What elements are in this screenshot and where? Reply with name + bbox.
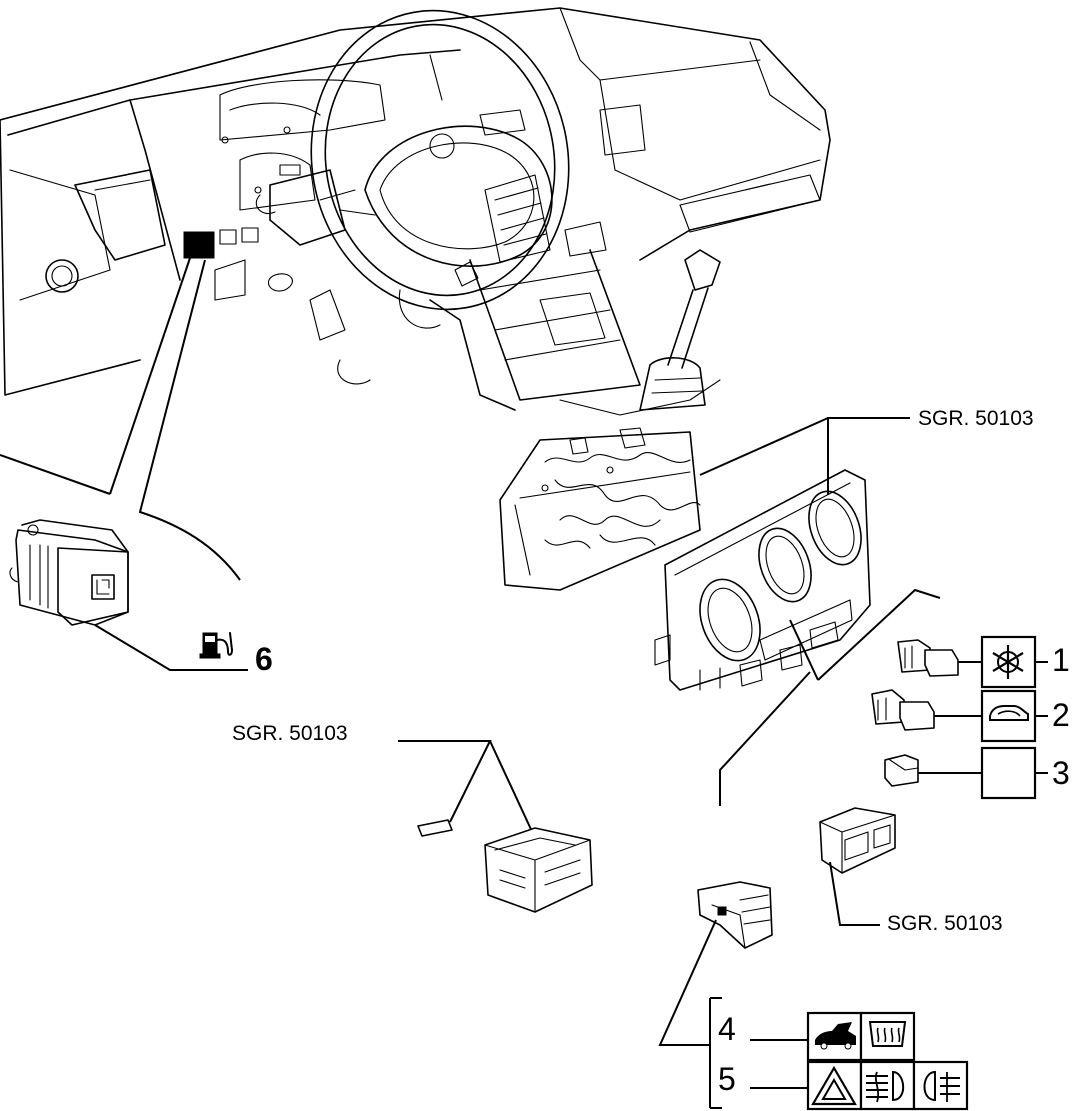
callout-number-1: 1 [1052,642,1070,678]
switch-item-2: 2 [871,689,1070,743]
callout-number-3: 3 [1052,755,1070,791]
callout-number-2: 2 [1052,697,1070,733]
callout-number-6: 6 [255,641,273,677]
dashboard-illustration [0,7,831,416]
hazard-triangle-icon [811,1065,857,1106]
car-recirculation-icon [989,705,1029,721]
reference-top-right: SGR. 50103 [918,407,1034,430]
rear-defrost-icon [868,1021,907,1047]
heater-control-assembly: SGR. 50103 [499,407,1034,691]
fuel-cutoff-switch-location [183,231,215,259]
car-trunk-icon [815,1022,856,1050]
front-fog-light-icon [866,1070,905,1103]
rear-fog-light-icon [923,1070,960,1102]
callout-number-4: 4 [718,1011,736,1047]
switch-item-3: 3 [884,746,1070,800]
callout-number-5: 5 [718,1061,736,1097]
fuel-cutoff-switch-part: 6 [0,257,273,677]
reference-middle-left: SGR. 50103 [232,722,348,745]
bulb-holder-assembly: SGR. 50103 [232,722,593,913]
blank-symbol-box [980,746,1037,800]
switch-items-4-5: 4 5 [658,881,969,1111]
switch-housing-bottom-right: SGR. 50103 [819,807,1003,935]
fuel-pump-icon [199,632,233,659]
snowflake-icon [992,645,1024,679]
switch-item-1: 1 [897,635,1070,689]
reference-bottom-right: SGR. 50103 [887,912,1003,935]
centre-switch-slot-leader [719,588,941,806]
